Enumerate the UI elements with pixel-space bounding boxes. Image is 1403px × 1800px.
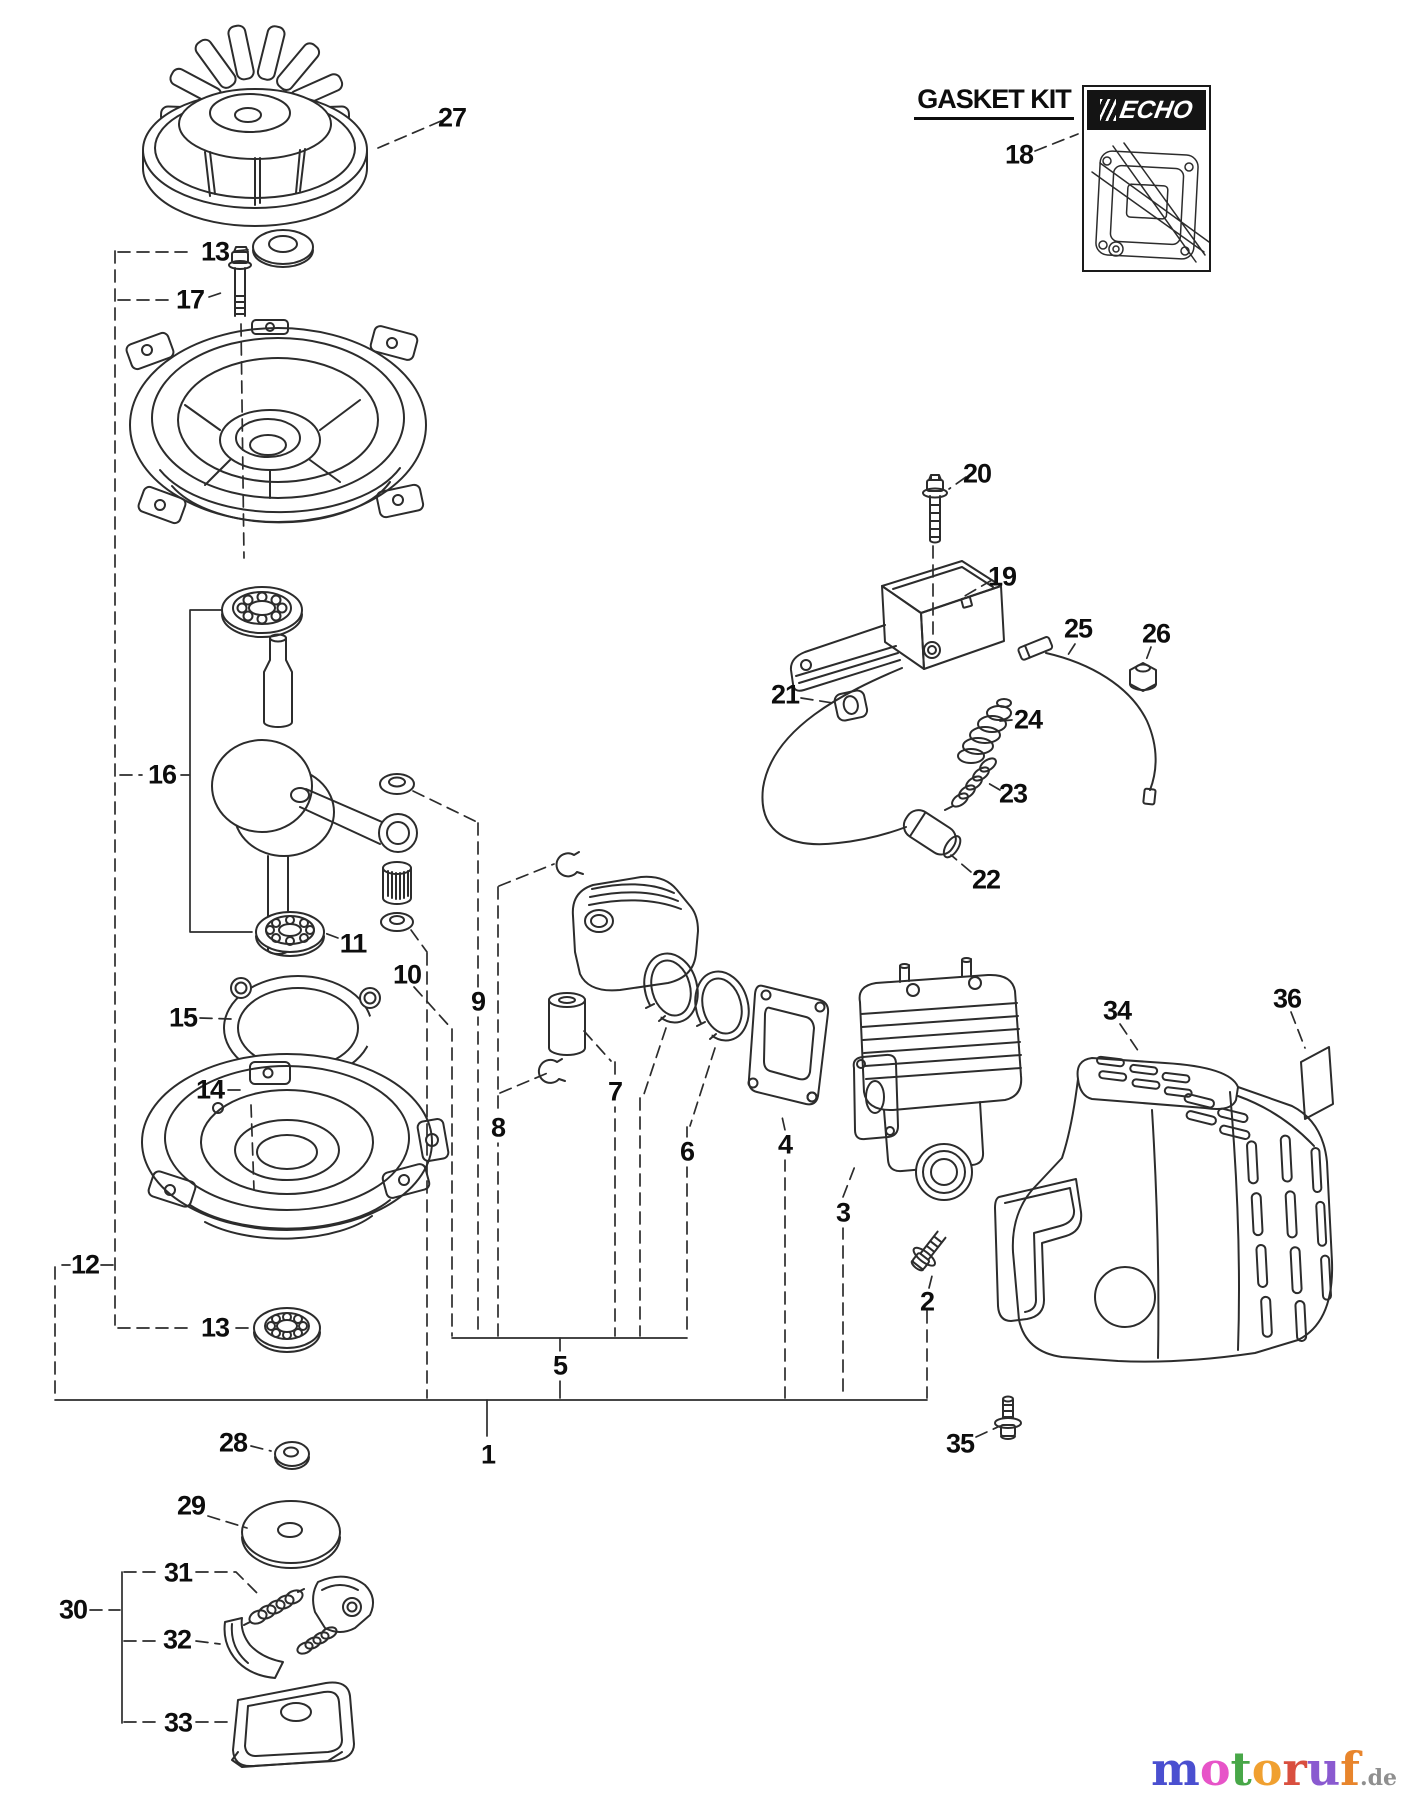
part-label-12: 12 [70,1249,100,1280]
cylinder-bolt-drawing [910,1230,947,1272]
clutch-cover-drawing [231,1681,355,1768]
part-label-30: 30 [58,1594,88,1625]
part-label-6: 6 [676,1137,698,1167]
echo-logo: ECHO [1087,90,1206,130]
plug-boot-drawing [957,698,1012,764]
part-label-24: 24 [1013,704,1043,735]
grommet-drawing [833,689,869,722]
part-label-13: 13 [200,236,230,267]
part-label-23: 23 [998,778,1028,809]
coil-bolt-drawing [922,474,948,544]
washer-9-drawing [379,773,415,795]
cap-spring-drawing [944,757,997,811]
cylinder-gasket-drawing [747,984,830,1106]
part-label-3: 3 [832,1198,854,1228]
ball-bearing-upper-drawing [221,586,303,638]
part-label-34: 34 [1102,995,1132,1026]
part-label-9: 9 [467,987,489,1017]
ball-bearing-lower-drawing [255,911,325,957]
gasket-kit-drawing [1091,142,1210,263]
fan-case-drawing [125,319,427,525]
part-label-8: 8 [487,1113,509,1143]
clutch-drawing [223,1575,375,1679]
piston-group-drawing [537,851,699,1084]
part-label-33: 33 [163,1707,193,1738]
watermark-letter: m [1151,1742,1200,1796]
needle-bearing-10-drawing [382,861,412,905]
crankshaft-drawing [211,633,418,955]
watermark-tld: .de [1359,1765,1397,1791]
watermark-link[interactable]: motoruf.de [1151,1746,1397,1792]
washer-28-drawing [274,1441,310,1470]
ground-lead-drawing [1017,636,1157,806]
gasket-kit-box: ECHO [1082,85,1211,272]
oil-seal-drawing [252,229,314,268]
washer-lower-drawing [380,912,414,932]
echo-logo-stripes-icon [1100,99,1117,121]
watermark-letter: t [1230,1742,1252,1796]
part-label-27: 27 [437,102,467,133]
cylinder-drawing [852,957,1023,1201]
flywheel-drawing [142,24,368,227]
echo-logo-text: ECHO [1117,95,1196,124]
part-label-25: 25 [1063,613,1093,644]
part-label-16: 16 [147,759,177,790]
watermark-letter: o [1199,1742,1231,1796]
part-label-14: 14 [195,1074,225,1105]
watermark-site-name: motoruf [1151,1746,1360,1792]
crankcase-drawing [141,1053,450,1240]
part-label-19: 19 [987,561,1017,592]
watermark-letter: f [1340,1742,1360,1796]
part-label-32: 32 [162,1624,192,1655]
part-label-10: 10 [392,959,422,990]
part-label-26: 26 [1141,618,1171,649]
part-label-15: 15 [168,1002,198,1033]
part-label-29: 29 [176,1490,206,1521]
ignition-coil-drawing [761,560,1005,846]
part-label-13-b: 13 [200,1312,230,1343]
part-label-18: 18 [1004,139,1034,170]
ball-bearing-bottom-drawing [253,1307,321,1353]
watermark-letter: u [1306,1742,1341,1796]
part-label-35: 35 [945,1428,975,1459]
plate-washer-29-drawing [241,1500,341,1569]
part-label-17: 17 [175,284,205,315]
gasket-kit-title: GASKET KIT [914,84,1074,120]
bracket-rails [54,609,928,1724]
watermark-letter: r [1282,1742,1307,1796]
piston-rings-drawing [643,952,750,1042]
part-label-1: 1 [480,1439,496,1470]
part-label-21: 21 [770,679,800,710]
part-label-11: 11 [339,928,368,959]
part-label-31: 31 [163,1557,193,1588]
part-label-2: 2 [919,1286,935,1317]
bolt-17-drawing [228,246,252,317]
part-label-4: 4 [774,1130,796,1160]
part-label-28: 28 [218,1427,248,1458]
part-label-36: 36 [1272,983,1302,1014]
spark-plug-cap-drawing [902,809,962,859]
part-label-7: 7 [604,1077,626,1107]
cover-screw-drawing [994,1395,1022,1440]
leader-lines [54,120,1306,1723]
part-label-5: 5 [549,1351,571,1381]
watermark-letter: o [1251,1742,1283,1796]
label-sticker-drawing [1300,1046,1334,1120]
engine-cover-drawing [994,1055,1334,1363]
nut-drawing [1129,662,1157,692]
part-label-22: 22 [971,864,1001,895]
part-label-20: 20 [962,458,992,489]
